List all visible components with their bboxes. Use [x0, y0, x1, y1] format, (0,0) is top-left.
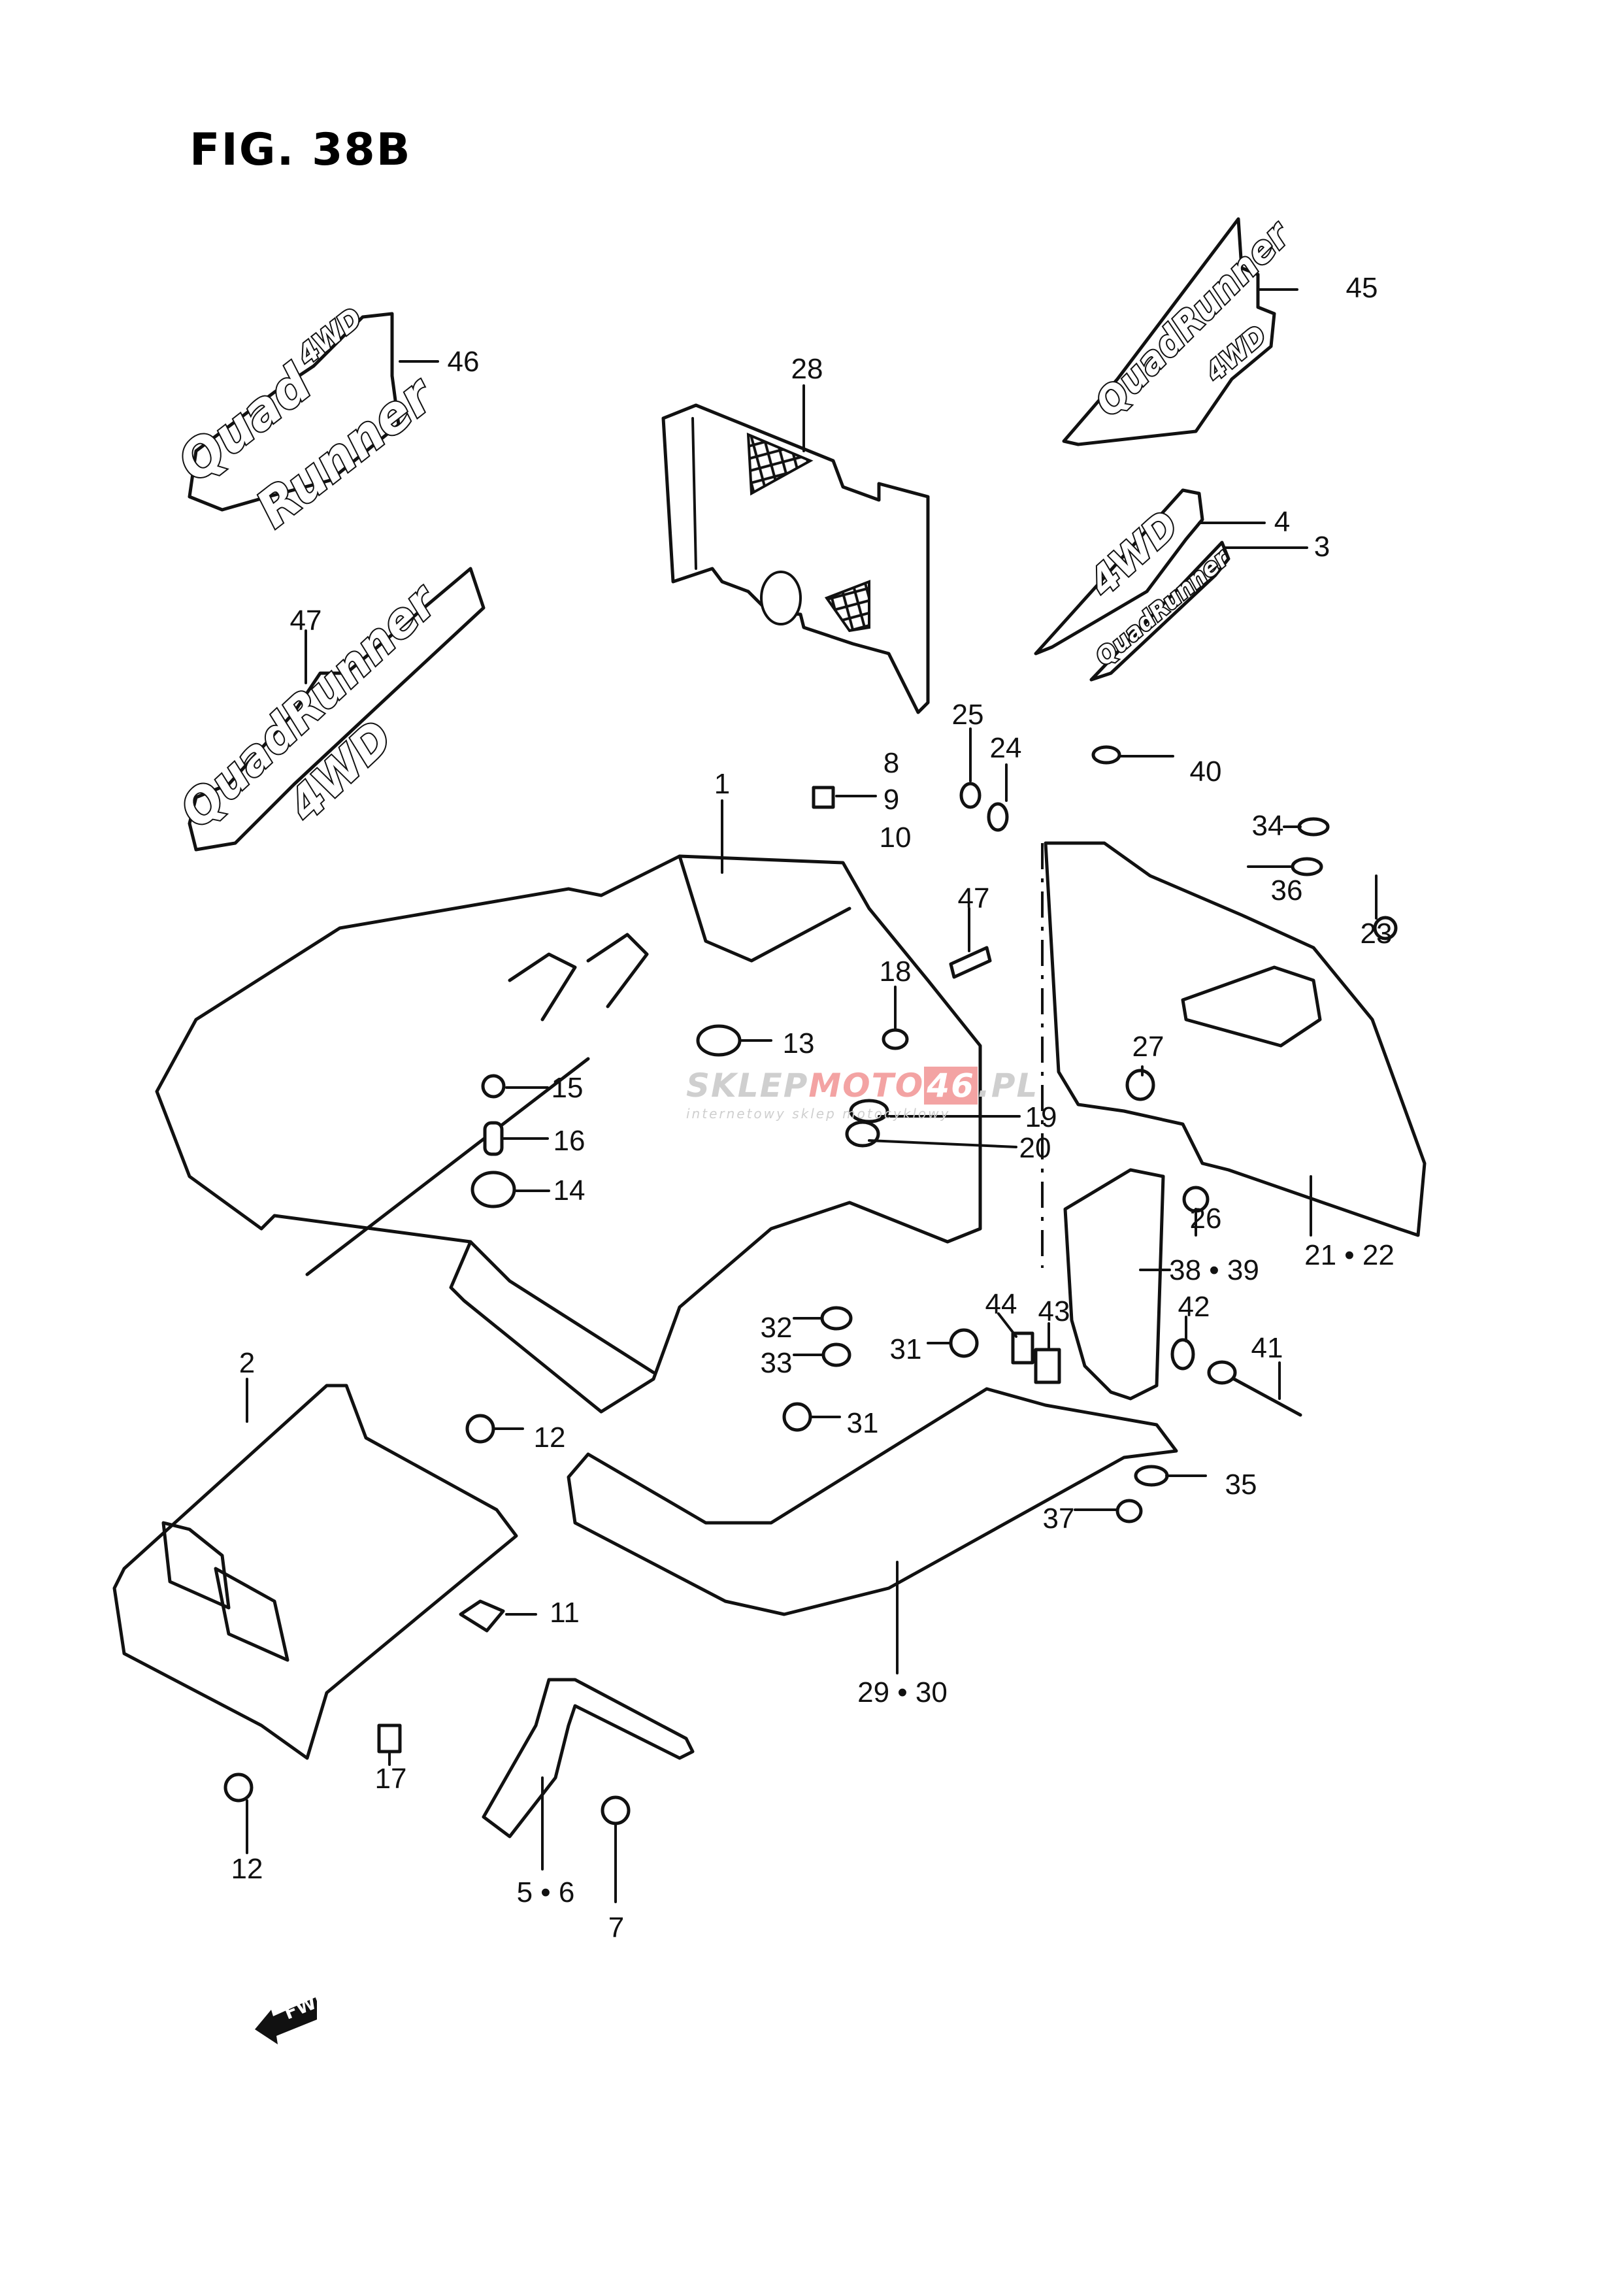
callout-13: 13: [782, 1027, 815, 1059]
part-31-bolt-b: [782, 1402, 841, 1432]
part-9-bolt: [812, 786, 877, 809]
part-11-clip: [459, 1599, 537, 1633]
callout-31-lower: 31: [846, 1407, 879, 1439]
callout-21-22: 21 • 22: [1304, 1239, 1395, 1271]
callout-38-39: 38 • 39: [1169, 1254, 1259, 1286]
part-2-under-guard: [112, 1378, 518, 1760]
part-13-grommet: [696, 1024, 772, 1057]
part-28-panel: [661, 384, 930, 714]
part-40-screw: [1091, 745, 1174, 765]
callout-46: 46: [447, 346, 480, 378]
callout-44: 44: [985, 1288, 1017, 1320]
part-32-washer: [793, 1306, 853, 1331]
part-44-clip: [997, 1312, 1034, 1365]
callout-17: 17: [374, 1763, 407, 1795]
callout-31-upper: 31: [889, 1333, 922, 1365]
callout-40: 40: [1189, 756, 1222, 788]
part-15-bolt: [481, 1074, 549, 1099]
callout-42: 42: [1178, 1291, 1210, 1323]
part-33-nut: [793, 1342, 851, 1367]
callout-26: 26: [1189, 1203, 1222, 1235]
callout-8: 8: [883, 747, 900, 779]
callout-20: 20: [1019, 1132, 1051, 1164]
callout-12-upper: 12: [533, 1422, 566, 1454]
callout-14: 14: [553, 1174, 586, 1206]
callout-35: 35: [1225, 1469, 1257, 1501]
callout-12-lower: 12: [231, 1853, 263, 1885]
callout-10: 10: [879, 822, 912, 854]
part-42-washer: [1170, 1316, 1195, 1371]
callout-5-6: 5 • 6: [516, 1876, 575, 1908]
watermark-brand-part1: SKLEP: [686, 1067, 809, 1105]
callout-19: 19: [1025, 1101, 1057, 1133]
decal-47-quadrunner-4wd: QuadRunner 4WD: [168, 567, 486, 852]
part-24-washer: [987, 763, 1009, 832]
callout-47-decal: 47: [289, 605, 322, 637]
part-26-screw: [1182, 1186, 1210, 1237]
part-47b-rubber: [949, 907, 992, 979]
callout-37: 37: [1042, 1503, 1075, 1535]
callout-1: 1: [714, 768, 731, 800]
callout-41: 41: [1251, 1332, 1283, 1364]
watermark-brand-tld: .PL: [977, 1067, 1039, 1105]
part-29-30-footrest: [567, 1387, 1178, 1674]
watermark: SKLEPMOTO46.PL internetowy sklep motocyk…: [686, 1067, 1038, 1122]
watermark-brand-number: 46: [924, 1067, 978, 1105]
callout-2: 2: [239, 1347, 256, 1379]
part-7-bolt: [601, 1795, 631, 1903]
callout-9: 9: [883, 784, 900, 816]
callout-24: 24: [989, 732, 1022, 764]
part-23-screw: [1373, 874, 1398, 940]
callout-16: 16: [553, 1125, 586, 1157]
callout-7: 7: [608, 1912, 625, 1944]
part-31-bolt-a: [927, 1328, 979, 1358]
part-35-washer: [1134, 1465, 1207, 1487]
part-18-screw: [882, 986, 909, 1050]
part-12-screw-b: [223, 1772, 254, 1854]
fasteners: [223, 727, 1398, 1903]
watermark-tagline: internetowy sklep motocyklowy: [686, 1106, 951, 1122]
forward-arrow-icon: [255, 1997, 317, 2044]
decal-46-quadrunner-4wd: Quad 4WD Runner: [166, 300, 447, 541]
part-5-6-bracket: [482, 1678, 695, 1871]
callout-45: 45: [1346, 272, 1378, 304]
callout-4: 4: [1274, 506, 1291, 538]
callout-47-rubber: 47: [957, 882, 990, 914]
watermark-brand-part2: MOTO: [808, 1067, 925, 1105]
part-16-collar: [483, 1121, 549, 1156]
callout-29-30: 29 • 30: [857, 1676, 948, 1708]
callout-33: 33: [760, 1347, 793, 1379]
callout-18: 18: [879, 956, 912, 988]
part-34-bolt: [1283, 817, 1330, 837]
part-27-washer: [1125, 1065, 1155, 1101]
part-37-nut: [1074, 1499, 1143, 1523]
callout-34: 34: [1251, 810, 1284, 842]
callout-28: 28: [791, 353, 823, 385]
callout-36: 36: [1270, 874, 1303, 907]
part-21-22-mudguard: [1041, 841, 1427, 1268]
callout-25: 25: [951, 699, 984, 731]
part-1-front-fender: [155, 799, 982, 1414]
watermark-brand: SKLEPMOTO46.PL: [686, 1067, 1038, 1105]
figure-title: FIG. 38B: [190, 124, 412, 176]
callout-43: 43: [1038, 1295, 1070, 1327]
part-38-39-side-guard: [1063, 1168, 1171, 1401]
part-41-rivet: [1207, 1360, 1302, 1417]
callout-27: 27: [1132, 1031, 1164, 1063]
callout-3: 3: [1313, 531, 1330, 563]
part-14-cushion: [471, 1171, 550, 1208]
callout-23: 23: [1360, 918, 1393, 950]
decal-45-quadrunner-4wd: QuadRunner 4WD: [1062, 211, 1300, 446]
callout-32: 32: [760, 1312, 793, 1344]
part-36-washer: [1247, 857, 1323, 876]
part-43-nut-clip: [1034, 1322, 1061, 1384]
callout-11: 11: [550, 1597, 580, 1629]
part-20-nut: [845, 1120, 1017, 1148]
part-12-screw-a: [465, 1414, 524, 1444]
part-25-nut: [959, 727, 982, 809]
callout-15: 15: [551, 1072, 584, 1104]
part-17-clip: [377, 1723, 402, 1766]
